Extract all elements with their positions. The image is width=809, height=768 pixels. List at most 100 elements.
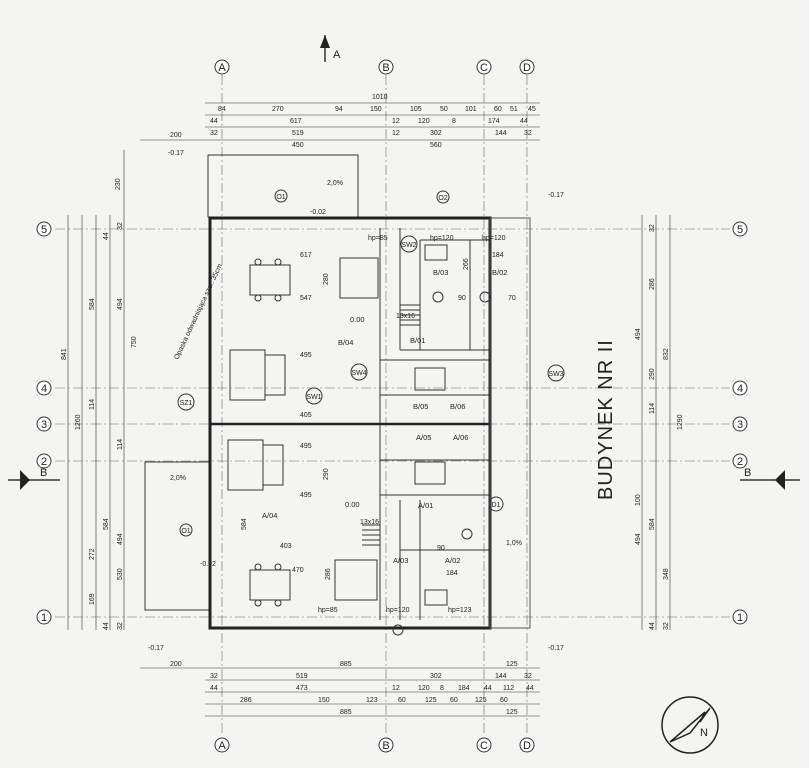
svg-text:495: 495 — [300, 443, 312, 450]
svg-text:494: 494 — [117, 533, 124, 545]
svg-text:5: 5 — [737, 224, 743, 236]
building-label: BUDYNEK NR II — [595, 339, 617, 500]
svg-text:44: 44 — [649, 622, 656, 630]
svg-text:90: 90 — [437, 545, 445, 552]
label-hp-4: hp=85 — [318, 607, 338, 614]
label-hp-1: hp=85 — [368, 235, 388, 242]
axis-bubble-3-right: 3 — [732, 416, 748, 432]
section-marker-top: A — [320, 35, 341, 62]
svg-text:60: 60 — [500, 697, 508, 704]
svg-text:5: 5 — [41, 224, 47, 236]
svg-text:150: 150 — [318, 697, 330, 704]
svg-text:51: 51 — [510, 106, 518, 113]
unit-B-interior — [229, 228, 491, 424]
axis-bubble-B-bottom: B — [378, 737, 394, 753]
svg-text:B: B — [744, 467, 751, 479]
svg-text:45: 45 — [528, 106, 536, 113]
axis-bubble-B-top: B — [378, 59, 394, 75]
svg-text:SW4: SW4 — [351, 370, 366, 377]
room-B04: B/04 — [338, 338, 353, 347]
room-A06: A/06 — [453, 433, 468, 442]
svg-text:C: C — [480, 62, 488, 74]
svg-text:144: 144 — [495, 130, 507, 137]
axis-bubble-D-bottom: D — [519, 737, 535, 753]
svg-text:750: 750 — [131, 336, 138, 348]
svg-text:200: 200 — [170, 132, 182, 139]
svg-text:120: 120 — [418, 685, 430, 692]
svg-text:200: 200 — [170, 661, 182, 668]
svg-text:302: 302 — [430, 130, 442, 137]
svg-text:286: 286 — [649, 278, 656, 290]
svg-text:290: 290 — [323, 468, 330, 480]
slope-upper: 2,0% — [327, 180, 343, 187]
svg-text:105: 105 — [410, 106, 422, 113]
svg-text:12: 12 — [392, 685, 400, 692]
svg-text:144: 144 — [495, 673, 507, 680]
dim-top-row2: 44 617 12 120 8 174 44 — [210, 118, 528, 125]
svg-text:60: 60 — [398, 697, 406, 704]
svg-text:150: 150 — [370, 106, 382, 113]
building-walls — [208, 216, 531, 630]
dim-bottom-right: 125 — [506, 709, 518, 716]
slope-lower: 2,0% — [170, 475, 186, 482]
label-stair-upper: 13x16 — [396, 313, 415, 320]
svg-text:286: 286 — [240, 697, 252, 704]
svg-text:114: 114 — [649, 403, 656, 414]
section-marker-left: B — [8, 467, 60, 490]
svg-text:SW3: SW3 — [548, 371, 563, 378]
axis-bubble-4-right: 4 — [732, 380, 748, 396]
svg-text:44: 44 — [103, 232, 110, 240]
svg-text:184: 184 — [458, 685, 470, 692]
svg-text:70: 70 — [508, 295, 516, 302]
svg-text:A: A — [333, 49, 341, 61]
svg-text:SZ1: SZ1 — [180, 400, 193, 407]
svg-text:1: 1 — [737, 612, 743, 624]
dim-bottom-row3: 44 473 12 120 8 184 44 112 44 — [210, 685, 534, 692]
svg-text:60: 60 — [450, 697, 458, 704]
svg-text:44: 44 — [210, 118, 218, 125]
dim-top-row1: 84 270 94 150 105 50 101 60 51 45 — [218, 106, 536, 113]
svg-text:885: 885 — [340, 661, 352, 668]
svg-text:266: 266 — [463, 258, 470, 270]
axis-bubble-2-left: 2 — [36, 453, 52, 469]
svg-text:1260: 1260 — [75, 414, 82, 430]
svg-text:302: 302 — [430, 673, 442, 680]
svg-text:B: B — [382, 62, 389, 74]
symbol-window-upper: O1 — [274, 189, 288, 203]
svg-text:272: 272 — [89, 548, 96, 560]
dimension-lines-bottom — [140, 667, 540, 717]
svg-text:44: 44 — [210, 685, 218, 692]
axis-bubble-C-top: C — [476, 59, 492, 75]
dim-top-overall: 1010 — [372, 94, 388, 101]
level-lower-floor: 0.00 — [345, 500, 360, 509]
svg-text:32: 32 — [117, 622, 124, 630]
svg-text:184: 184 — [446, 570, 458, 577]
svg-text:32: 32 — [524, 673, 532, 680]
svg-text:2: 2 — [737, 456, 743, 468]
room-B01: B/01 — [410, 336, 425, 345]
symbol-sz1: SZ1 — [177, 393, 195, 411]
svg-text:584: 584 — [241, 518, 248, 530]
svg-text:8: 8 — [452, 118, 456, 125]
svg-text:494: 494 — [117, 298, 124, 310]
svg-text:D: D — [523, 740, 531, 752]
level-entry-upper: -0.02 — [310, 209, 326, 216]
level-upper-floor: 0.00 — [350, 315, 365, 324]
dimension-lines-top — [140, 102, 540, 141]
symbol-sw3: SW3 — [547, 364, 565, 382]
north-arrow-icon: N — [661, 696, 719, 754]
dim-top-row4: 200 450 560 — [170, 132, 442, 149]
svg-text:94: 94 — [335, 106, 343, 113]
svg-text:60: 60 — [494, 106, 502, 113]
axis-bubble-1-left: 1 — [36, 609, 52, 625]
svg-text:32: 32 — [524, 130, 532, 137]
svg-text:120: 120 — [418, 118, 430, 125]
svg-text:450: 450 — [292, 142, 304, 149]
svg-text:125: 125 — [475, 697, 487, 704]
svg-text:2: 2 — [41, 456, 47, 468]
svg-text:SW2: SW2 — [401, 242, 416, 249]
svg-text:A: A — [218, 740, 226, 752]
axis-bubble-C-bottom: C — [476, 737, 492, 753]
slope-side: 1,0% — [506, 540, 522, 547]
